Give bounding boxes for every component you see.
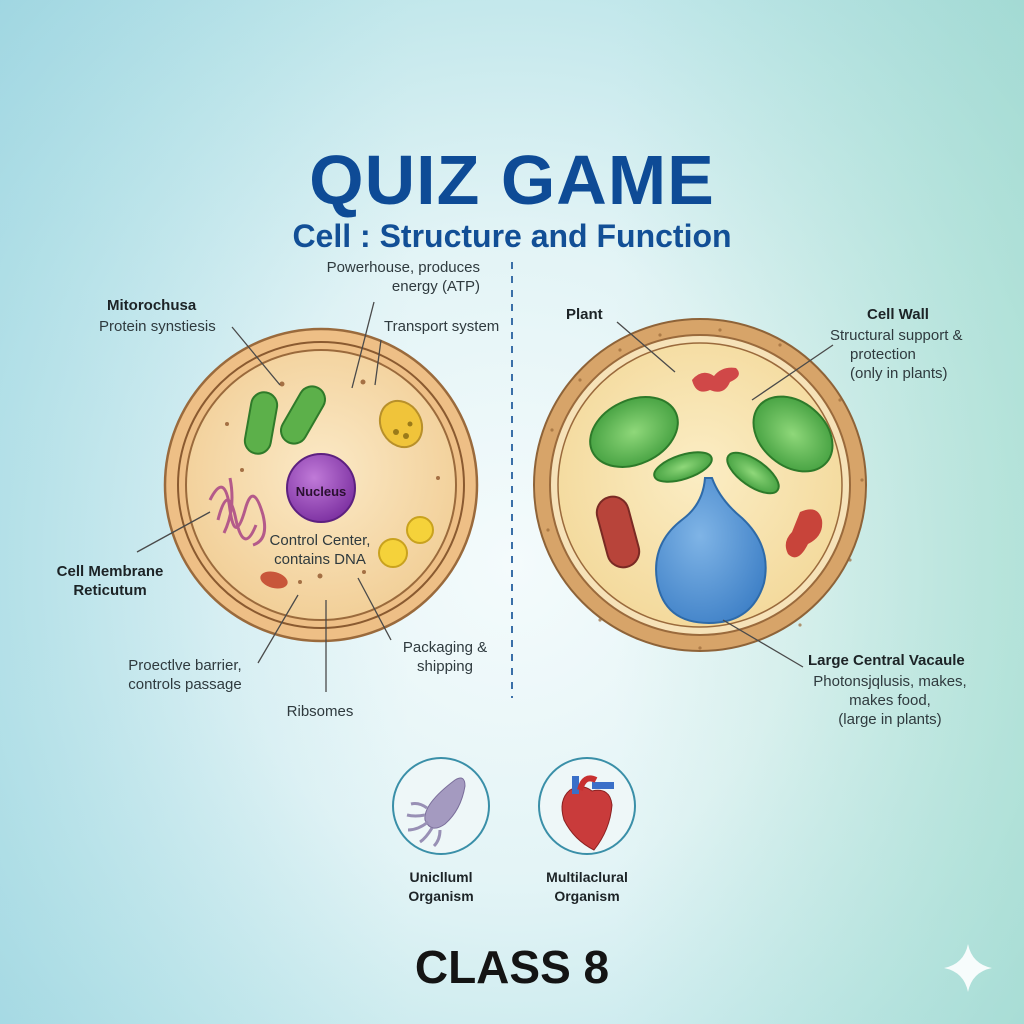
control-center-label: Control Center, contains DNA xyxy=(245,531,395,569)
label-line: makes food, xyxy=(849,692,931,709)
label-line: Reticutum xyxy=(73,582,147,599)
label-line: protection xyxy=(850,346,916,363)
plant-cell xyxy=(533,318,867,652)
label-line: Structural support & xyxy=(830,327,963,344)
vesicle-icon xyxy=(406,516,434,544)
endoplasmic-reticulum-icon xyxy=(208,477,267,547)
mitochondrion-icon xyxy=(595,495,641,569)
label-line: (only in plants) xyxy=(850,365,948,382)
vesicle-icon xyxy=(378,538,408,568)
animal-leader-lines xyxy=(136,301,392,692)
mitochondria-title: Mitorochusa xyxy=(107,297,197,314)
label-line: controls passage xyxy=(128,676,242,693)
animal-cell xyxy=(163,327,479,643)
multicellular-label: Multilaclural Organism xyxy=(532,868,642,906)
chloroplast-icon xyxy=(589,395,834,495)
page-subtitle: Cell : Structure and Function xyxy=(292,218,732,254)
label-line: energy (ATP) xyxy=(391,278,480,295)
unicellular-label: Uniclluml Organism xyxy=(391,868,491,906)
label-line: Control Center, xyxy=(269,532,371,549)
vacuole-title: Large Central Vacaule xyxy=(808,652,965,669)
label-line: Uniclluml xyxy=(409,869,473,885)
barrier-label: Proectlve barrier, controls passage xyxy=(115,656,255,694)
heart-icon xyxy=(538,757,636,855)
vacuole-desc: Photonsjqlusis, makes, makes food, (larg… xyxy=(800,672,980,729)
vacuole xyxy=(655,477,767,625)
label-line: shipping xyxy=(417,658,473,675)
label-line: Packaging & xyxy=(402,639,488,656)
ribosomes-label: Ribsomes xyxy=(286,703,354,720)
ribosome-icon xyxy=(260,571,288,589)
lysosome-icon xyxy=(378,399,424,449)
label-line: contains DNA xyxy=(274,551,366,568)
class-label: CLASS 8 xyxy=(414,941,610,993)
plant-label: Plant xyxy=(566,306,603,323)
powerhouse-label: Powerhouse, produces energy (ATP) xyxy=(290,258,480,296)
cell-membrane-label: Cell Membrane Reticutum xyxy=(50,562,170,600)
label-line: Organism xyxy=(554,888,620,904)
cell-wall-desc: Structural support & protection (only in… xyxy=(830,326,963,383)
label-line: Powerhouse, produces xyxy=(326,259,480,276)
label-line: (large in plants) xyxy=(838,711,942,728)
mitochondria-desc: Protein synstiesis xyxy=(99,318,216,335)
label-line: Cell Membrane xyxy=(56,563,164,580)
mitochondrion-icon xyxy=(785,509,823,558)
label-line: Proectlve barrier, xyxy=(128,657,242,674)
sparkle-icon xyxy=(944,944,992,992)
label-line: Multilaclural xyxy=(546,869,628,885)
mitochondria-icon xyxy=(243,385,326,455)
nucleus-label: Nucleus xyxy=(295,484,347,499)
packaging-label: Packaging & shipping xyxy=(390,638,500,676)
nucleus xyxy=(286,453,356,523)
unicellular-organism-icon xyxy=(392,757,490,855)
label-line: Photonsjqlusis, makes, xyxy=(813,673,967,690)
cell-wall-title: Cell Wall xyxy=(867,306,929,323)
golgi-icon xyxy=(692,367,739,392)
page-title: QUIZ GAME xyxy=(309,141,715,219)
transport-label: Transport system xyxy=(384,318,500,335)
label-line: Organism xyxy=(408,888,474,904)
plant-leader-lines xyxy=(616,321,834,668)
